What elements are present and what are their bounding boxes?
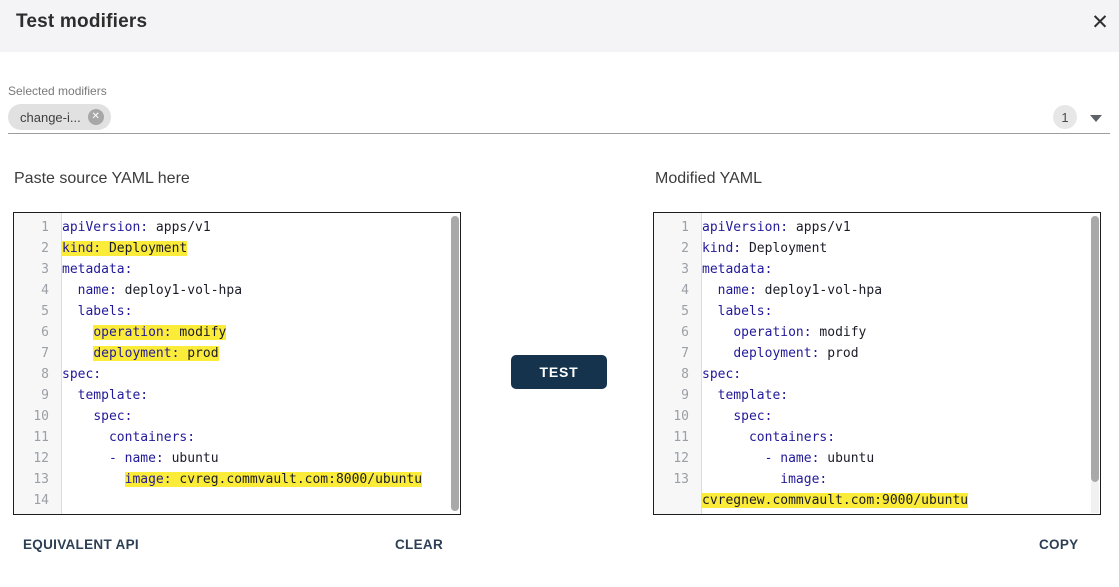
equivalent-api-button[interactable]: EQUIVALENT API — [23, 537, 139, 552]
modifiers-field-underline — [8, 133, 1110, 134]
code-line: 4 name: deploy1-vol-hpa — [41, 283, 243, 298]
code-line: 13 image: cvreg.commvault.com:8000/ubunt… — [33, 472, 423, 487]
line-number-gutter — [14, 213, 62, 514]
code-line: 9 template: — [41, 388, 149, 403]
code-line: 7 deployment: prod — [681, 346, 859, 361]
modified-scrollbar-track — [1091, 482, 1099, 513]
code-line: 6 operation: modify — [41, 325, 227, 340]
modified-yaml-title: Modified YAML — [655, 170, 763, 187]
code-line: 6 operation: modify — [681, 325, 867, 340]
source-scrollbar[interactable] — [451, 216, 459, 511]
code-line: cvregnew.commvault.com:9000/ubuntu — [702, 493, 969, 508]
line-number-gutter — [654, 213, 702, 514]
chevron-down-icon[interactable] — [1090, 115, 1102, 122]
source-yaml-title: Paste source YAML here — [14, 170, 190, 187]
code-line: 9 template: — [681, 388, 789, 403]
code-line: 11 containers: — [33, 430, 196, 445]
code-line: 12 - name: ubuntu — [673, 451, 875, 466]
copy-button[interactable]: COPY — [1039, 537, 1079, 552]
modified-scrollbar[interactable] — [1091, 216, 1099, 482]
modifier-chip[interactable]: change-i... ✕ — [8, 104, 111, 130]
code-line: 13 image: — [673, 472, 828, 487]
code-line: 10 spec: — [33, 409, 133, 424]
test-button[interactable]: TEST — [511, 355, 607, 389]
code-line: 4 name: deploy1-vol-hpa — [681, 283, 883, 298]
code-line: 7 deployment: prod — [41, 346, 219, 361]
code-line: 14 — [33, 493, 49, 508]
code-line: 10 spec: — [673, 409, 773, 424]
dialog-header: Test modifiers ✕ — [0, 0, 1119, 52]
modifier-count-badge: 1 — [1053, 105, 1077, 129]
close-icon[interactable]: ✕ — [1091, 10, 1109, 34]
code-line: 5 labels: — [41, 304, 133, 319]
code-line: 5 labels: — [681, 304, 773, 319]
selected-modifiers-label: Selected modifiers — [8, 84, 107, 98]
dialog-title: Test modifiers — [16, 11, 148, 32]
clear-button[interactable]: CLEAR — [395, 537, 443, 552]
modifier-chip-label: change-i... — [20, 109, 81, 125]
code-line: 11 containers: — [673, 430, 836, 445]
code-line: 12 - name: ubuntu — [33, 451, 219, 466]
chip-remove-icon[interactable]: ✕ — [87, 109, 104, 125]
